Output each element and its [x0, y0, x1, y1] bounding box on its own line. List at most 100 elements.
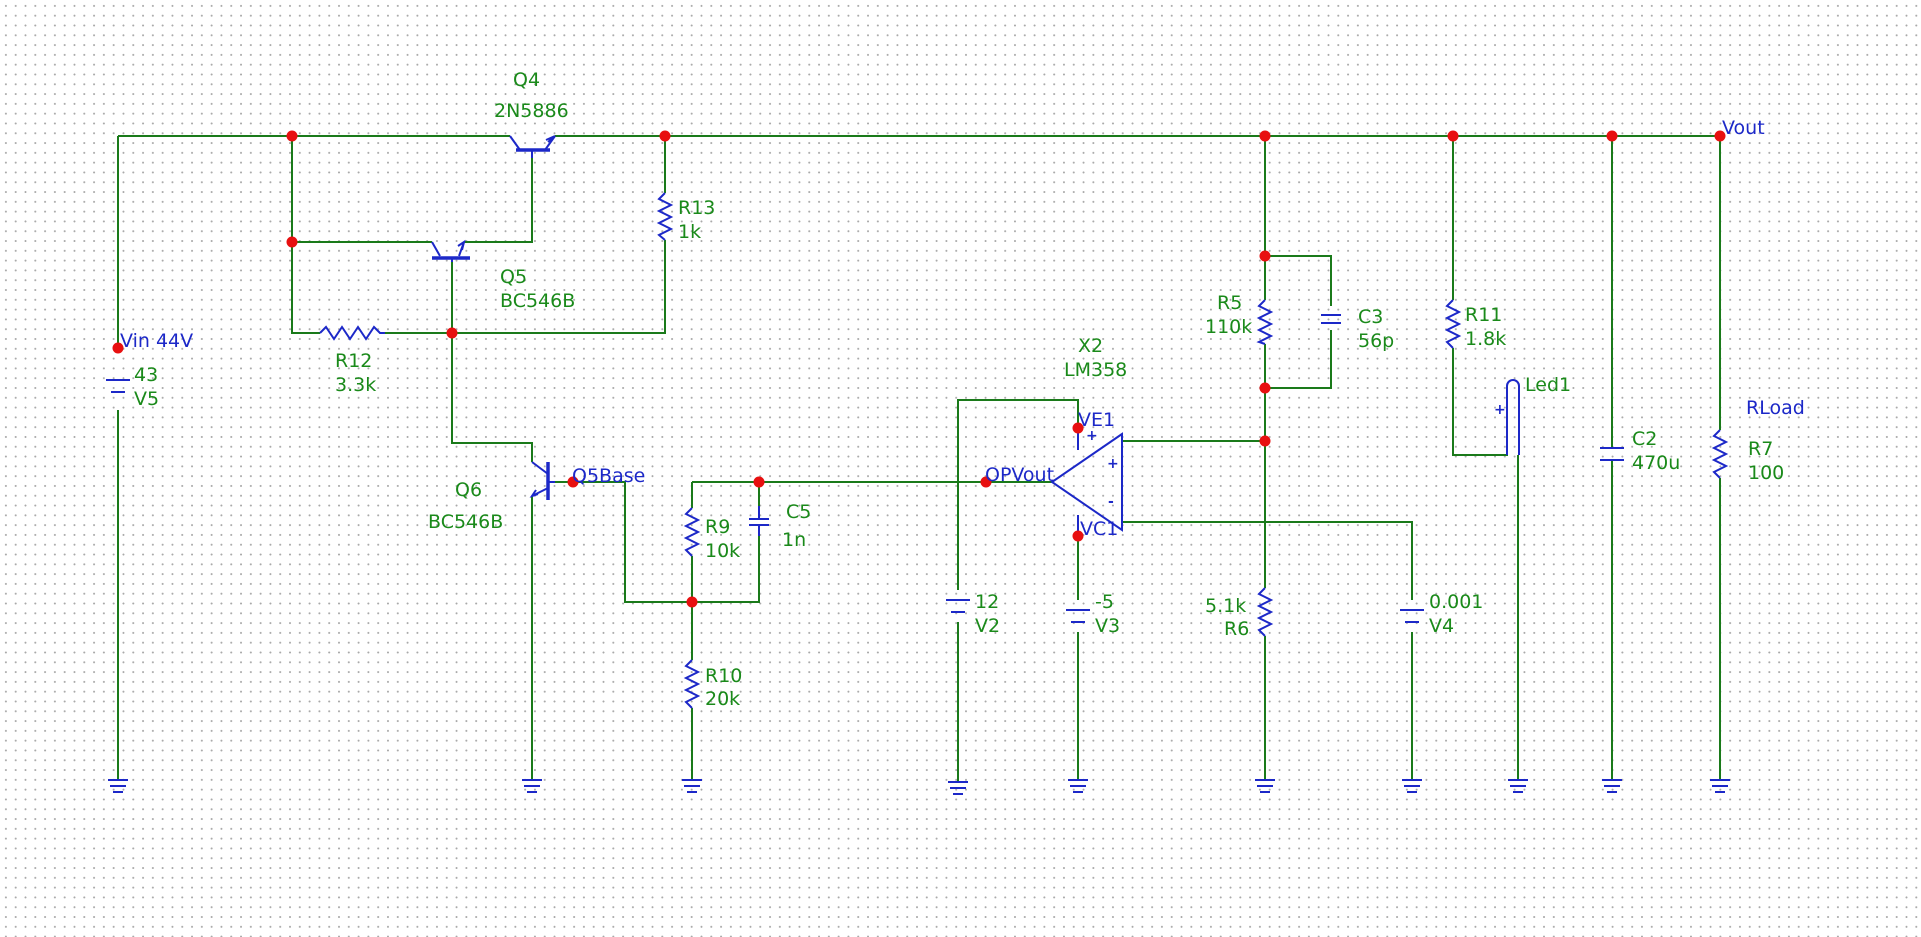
c3-symbol[interactable] — [1321, 314, 1341, 324]
c2-value: 470u — [1632, 452, 1680, 474]
wire-q6-base — [555, 481, 692, 603]
r11-value: 1.8k — [1465, 328, 1506, 350]
ground-v4 — [1402, 779, 1422, 793]
ve1-net-label: VE1 — [1078, 409, 1115, 431]
r12-value: 3.3k — [335, 374, 376, 396]
q4-model: 2N5886 — [494, 100, 569, 122]
wire-divider — [1264, 136, 1332, 780]
v2-symbol[interactable] — [946, 599, 970, 613]
node-r5-bottom — [1259, 382, 1271, 394]
node-vc1 — [1072, 530, 1084, 542]
wire-q5-q6 — [451, 262, 533, 780]
opamp-plus-pin: + — [1107, 456, 1119, 472]
r9-symbol[interactable] — [683, 507, 701, 557]
r5-value: 110k — [1205, 316, 1252, 338]
q6-model: BC546B — [428, 511, 503, 533]
node-top-r5 — [1259, 130, 1271, 142]
node-q5-base-left — [286, 236, 298, 248]
q6-symbol[interactable] — [529, 461, 555, 500]
node-opvout — [980, 476, 992, 488]
v5-value: 43 — [134, 364, 158, 386]
q6-ref: Q6 — [455, 479, 482, 501]
wire-opamp-minus — [1122, 521, 1413, 780]
q5-model: BC546B — [500, 290, 575, 312]
r7-value: 100 — [1748, 462, 1784, 484]
ground-c2 — [1602, 779, 1622, 793]
led1-symbol[interactable] — [1506, 379, 1520, 455]
x2-ref: X2 — [1078, 335, 1103, 357]
v3-ref: V3 — [1095, 615, 1120, 637]
c5-symbol[interactable] — [749, 506, 769, 536]
r5-symbol[interactable] — [1256, 299, 1274, 345]
ground-q6 — [522, 779, 542, 793]
vc1-net-label: VC1 — [1080, 518, 1118, 540]
node-r9-c5-top — [753, 476, 765, 488]
r9-ref: R9 — [705, 516, 730, 538]
ground-r10 — [682, 779, 702, 793]
c2-symbol[interactable] — [1600, 447, 1624, 461]
v2-ref: V2 — [975, 615, 1000, 637]
node-top-q5 — [286, 130, 298, 142]
r11-ref: R11 — [1465, 304, 1502, 326]
labels: Q4 2N5886 Q5 BC546B R13 1k R12 3.3k Vin … — [120, 69, 1805, 710]
r12-symbol[interactable] — [319, 325, 385, 341]
r10-ref: R10 — [705, 665, 742, 687]
r13-symbol[interactable] — [656, 192, 674, 241]
c5-value: 1n — [782, 529, 806, 551]
c3-ref: C3 — [1358, 306, 1383, 328]
v4-value: 0.001 — [1429, 591, 1483, 613]
node-top-c2 — [1606, 130, 1618, 142]
ground-v3 — [1068, 779, 1088, 793]
r6-symbol[interactable] — [1256, 587, 1274, 637]
ground-symbols — [108, 779, 1730, 795]
q5-symbol[interactable] — [431, 239, 470, 262]
wire-q4-base — [464, 158, 533, 243]
wire-left-box — [291, 136, 452, 334]
opamp-minus-pin: - — [1108, 494, 1114, 510]
q5-ref: Q5 — [500, 266, 527, 288]
led1-plus-pin: + — [1494, 402, 1506, 418]
wires — [117, 135, 1721, 782]
v4-symbol[interactable] — [1400, 609, 1424, 623]
r9-value: 10k — [705, 540, 740, 562]
node-r5-top — [1259, 250, 1271, 262]
r11-symbol[interactable] — [1444, 299, 1462, 349]
rload-net-label: RLoad — [1746, 397, 1805, 419]
r5-ref: R5 — [1217, 292, 1242, 314]
opvout-net-label: OPVout — [985, 464, 1054, 486]
c2-ref: C2 — [1632, 428, 1657, 450]
v3-value: -5 — [1095, 591, 1114, 613]
r7-symbol[interactable] — [1711, 429, 1729, 479]
v2-value: 12 — [975, 591, 999, 613]
node-vout — [1714, 130, 1726, 142]
vout-net-label: Vout — [1722, 117, 1765, 139]
ground-v5 — [108, 779, 128, 793]
r6-value: 5.1k — [1205, 595, 1246, 617]
q5base-net-label: Q5Base — [572, 465, 645, 487]
ground-led1 — [1508, 779, 1528, 793]
r7-ref: R7 — [1748, 438, 1773, 460]
v4-ref: V4 — [1429, 615, 1454, 637]
r10-value: 20k — [705, 688, 740, 710]
node-q4-emitter — [659, 130, 671, 142]
wire-r13 — [452, 136, 666, 334]
v3-symbol[interactable] — [1066, 609, 1090, 623]
node-vin — [112, 342, 124, 354]
v5-ref: V5 — [134, 388, 159, 410]
q4-ref: Q4 — [513, 69, 540, 91]
node-ve1 — [1072, 422, 1084, 434]
node-r9-r10 — [686, 596, 698, 608]
r10-symbol[interactable] — [683, 659, 701, 709]
wire-r11-led — [1452, 136, 1519, 780]
q4-symbol[interactable] — [509, 135, 556, 158]
r6-ref: R6 — [1224, 618, 1249, 640]
node-top-r11 — [1447, 130, 1459, 142]
led1-ref: Led1 — [1525, 374, 1571, 396]
opamp-ve1-pin: + — [1086, 428, 1098, 444]
ground-r7 — [1710, 779, 1730, 793]
v5-symbol[interactable] — [106, 379, 130, 393]
ground-v2 — [948, 781, 968, 795]
x2-model: LM358 — [1064, 359, 1127, 381]
ground-r6 — [1255, 779, 1275, 793]
